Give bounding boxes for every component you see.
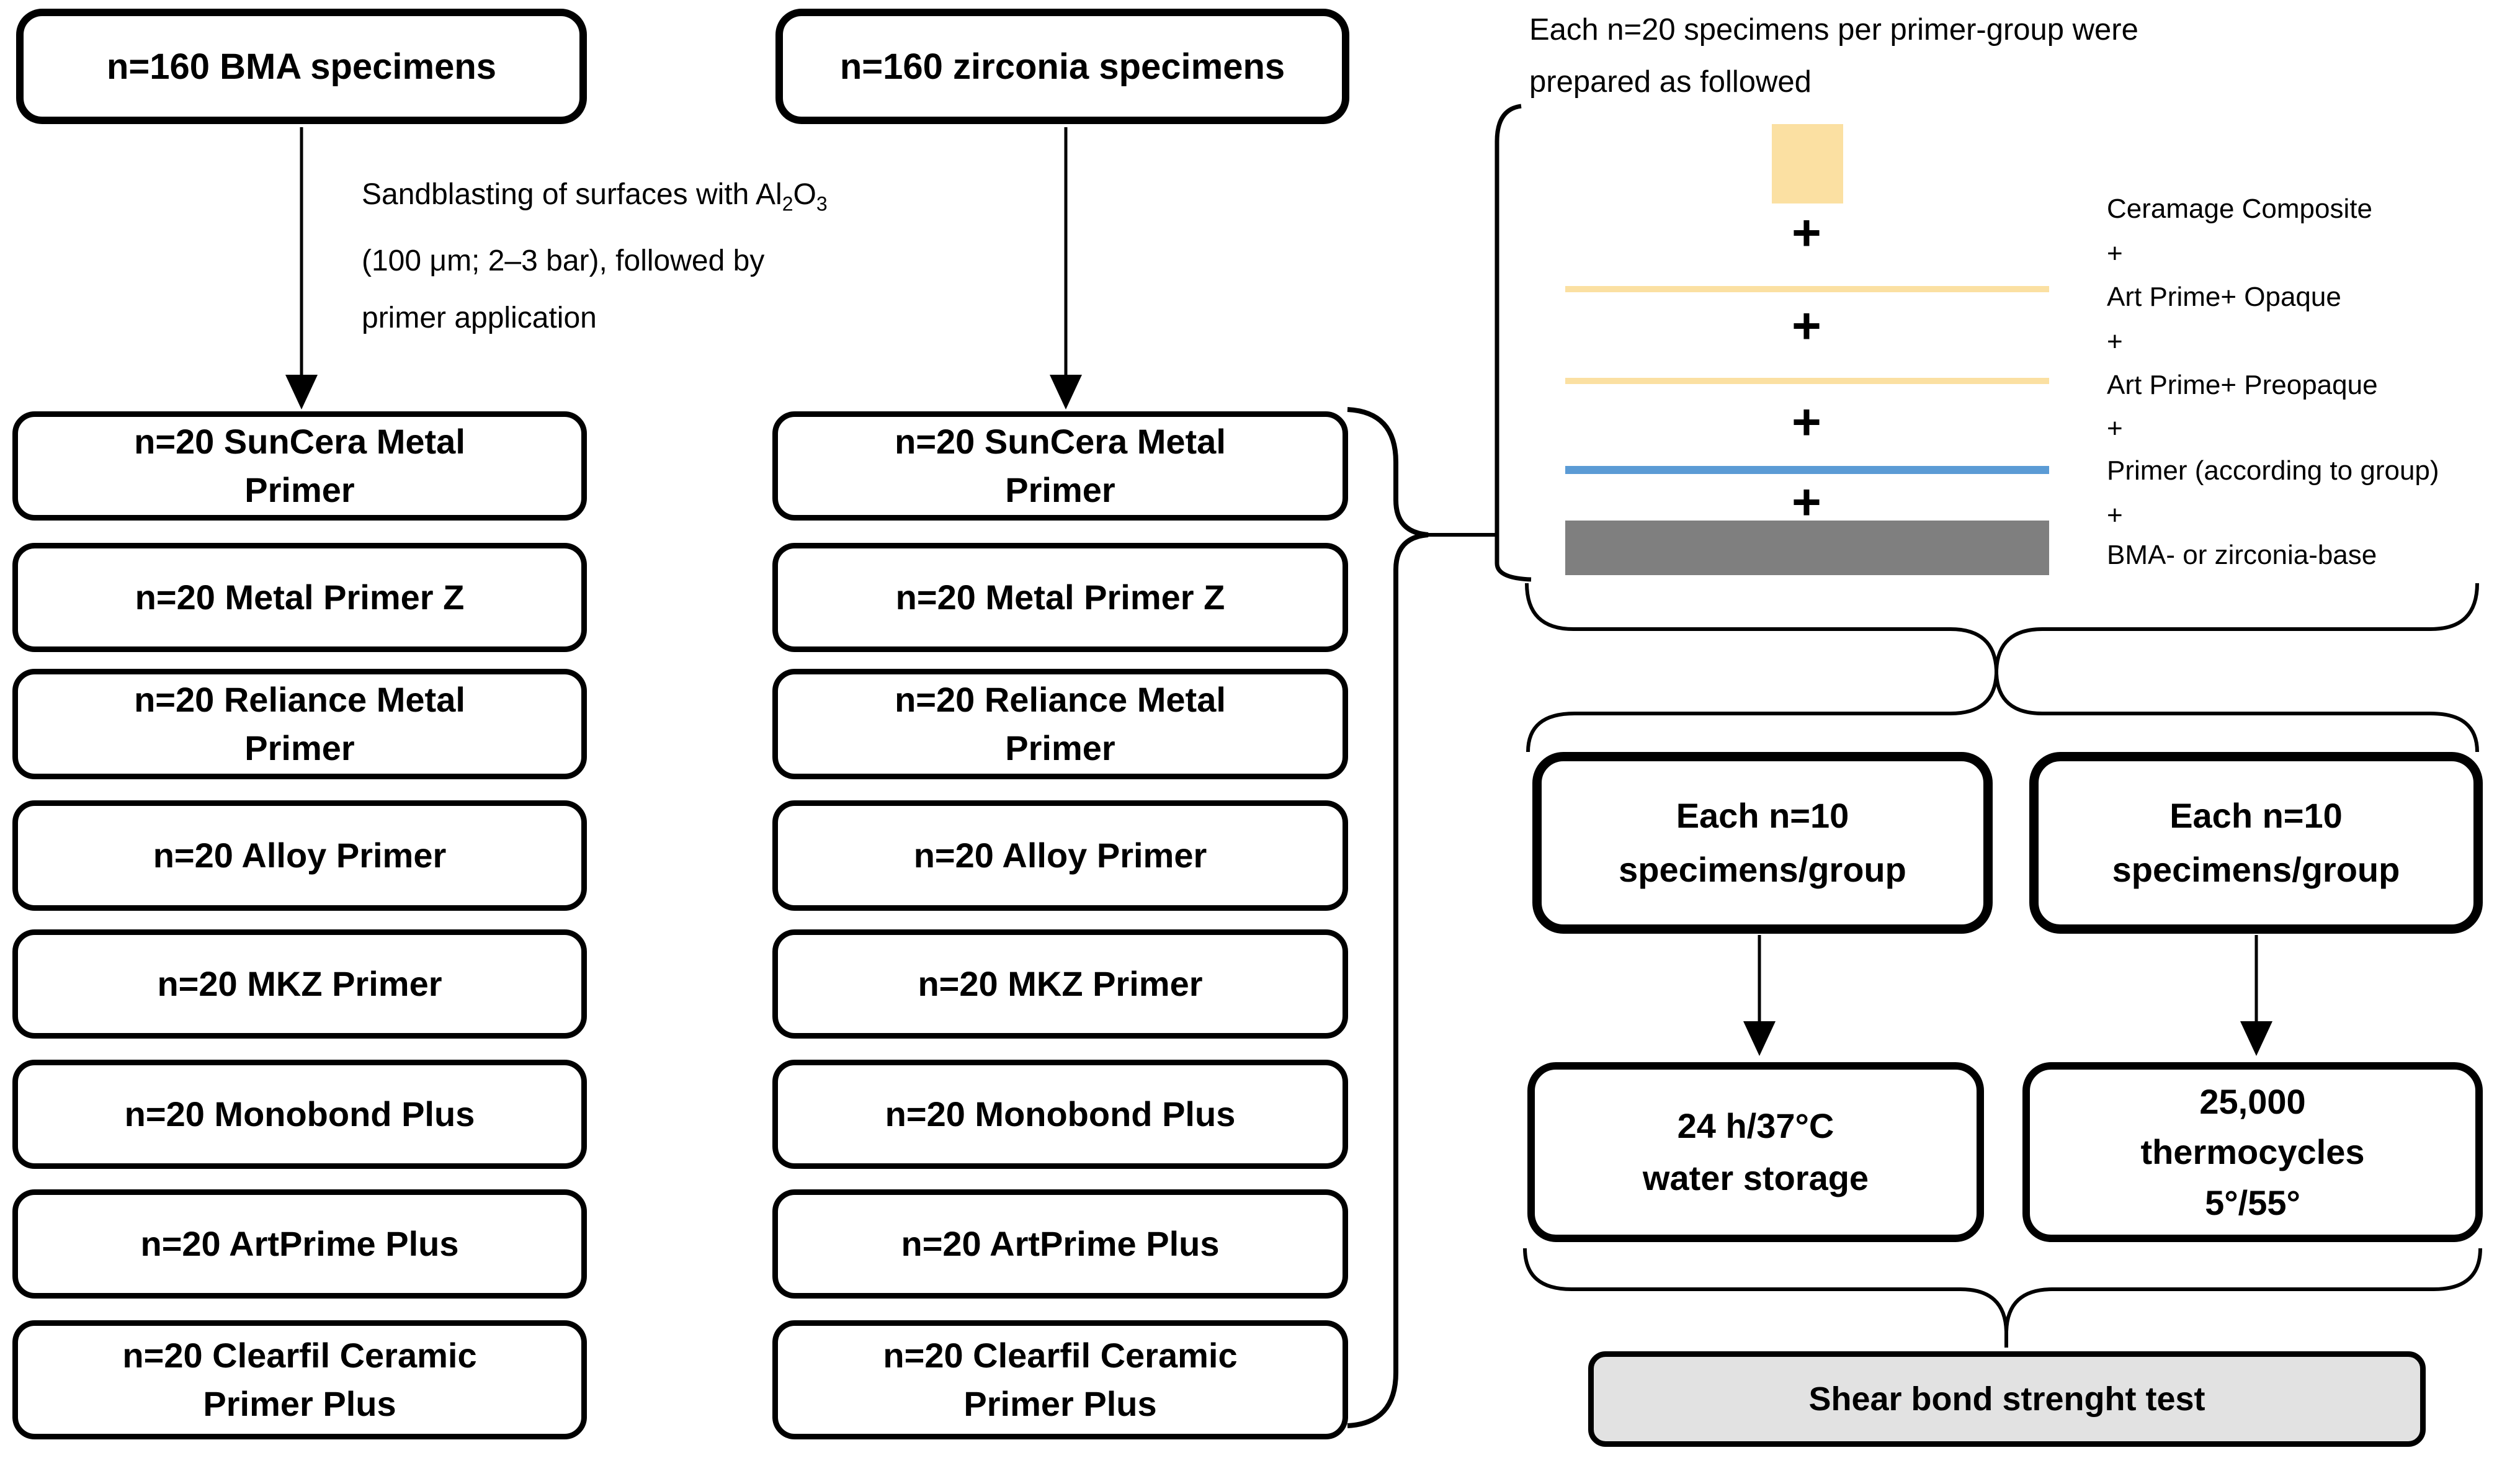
plus-label: + [2107,500,2123,530]
arrowhead-icon [1050,375,1082,409]
brace-primer-groups [1347,407,1429,1428]
primer-group-box: n=20 Alloy Primer [12,800,587,911]
sandblasting-note-line1: Sandblasting of surfaces with Al2O3 [362,178,828,215]
arrowhead-icon [2240,1021,2272,1056]
primer-group-box: n=20 Alloy Primer [772,800,1348,911]
layer-ceramage-rect [1772,124,1843,203]
layer-label: Ceramage Composite [2107,194,2372,224]
arrowhead-icon [1743,1021,1776,1056]
overbrace-groups-left [1526,673,1998,753]
layer-preopaque-line [1565,378,2049,384]
plus-label: + [2107,413,2123,444]
primer-group-box: n=20 Clearfil Ceramic Primer Plus [772,1320,1348,1439]
layer-opaque-line [1565,286,2049,292]
underbrace-layers-left [1525,583,1998,671]
plus-icon: + [1792,298,1821,354]
primer-group-box: n=20 Metal Primer Z [772,543,1348,652]
layer-label: Art Prime+ Preopaque [2107,370,2378,400]
layer-base-bar [1565,521,2049,575]
primer-group-box: n=20 Reliance Metal Primer [12,669,587,779]
underbrace-shear-right [2004,1248,2482,1332]
plus-label: + [2107,238,2123,269]
layer-primer-line [1565,466,2049,474]
primer-group-box: n=20 SunCera Metal Primer [772,411,1348,521]
plus-label: + [2107,326,2123,357]
plus-icon: + [1792,394,1821,450]
primer-group-box: n=20 SunCera Metal Primer [12,411,587,521]
layer-label: BMA- or zirconia-base [2107,540,2377,570]
arrowhead-icon [285,375,318,409]
shear-test-box: Shear bond strenght test [1588,1351,2426,1447]
primer-group-box: n=20 ArtPrime Plus [772,1189,1348,1299]
primer-group-box: n=20 ArtPrime Plus [12,1189,587,1299]
primer-group-box: n=20 Reliance Metal Primer [772,669,1348,779]
primer-group-box: n=20 MKZ Primer [12,929,587,1039]
sandblasting-note-line2: (100 μm; 2–3 bar), followed by [362,244,765,277]
thermocycle-box: 25,000 thermocycles 5°/55° [2022,1062,2483,1242]
group-size-box-right: Each n=10 specimens/group [2029,752,2483,934]
sandblasting-note: Sandblasting of surfaces with Al2O3 (100… [362,166,828,347]
primer-group-box: n=20 Monobond Plus [772,1060,1348,1169]
plus-icon: + [1792,205,1821,261]
underbrace-shear-left [1523,1248,2008,1348]
preparation-heading-line2: prepared as followed [1529,65,1812,99]
primer-group-box: n=20 Clearfil Ceramic Primer Plus [12,1320,587,1439]
underbrace-layers-right [1995,583,2479,671]
bma-specimens-box: n=160 BMA specimens [16,9,587,124]
preparation-heading: Each n=20 specimens per primer-group wer… [1529,4,2138,108]
layer-label: Primer (according to group) [2107,455,2439,486]
sandblasting-note-line3: primer application [362,301,597,334]
group-size-box-left: Each n=10 specimens/group [1532,752,1993,934]
water-storage-box: 24 h/37°C water storage [1527,1062,1984,1242]
zirconia-specimens-box: n=160 zirconia specimens [775,9,1349,124]
primer-group-box: n=20 Monobond Plus [12,1060,587,1169]
primer-group-box: n=20 Metal Primer Z [12,543,587,652]
preparation-heading-line1: Each n=20 specimens per primer-group wer… [1529,13,2138,47]
brace-layer-stack [1495,104,1532,582]
primer-group-box: n=20 MKZ Primer [772,929,1348,1039]
layer-label: Art Prime+ Opaque [2107,282,2341,312]
overbrace-groups-right [1995,673,2479,753]
